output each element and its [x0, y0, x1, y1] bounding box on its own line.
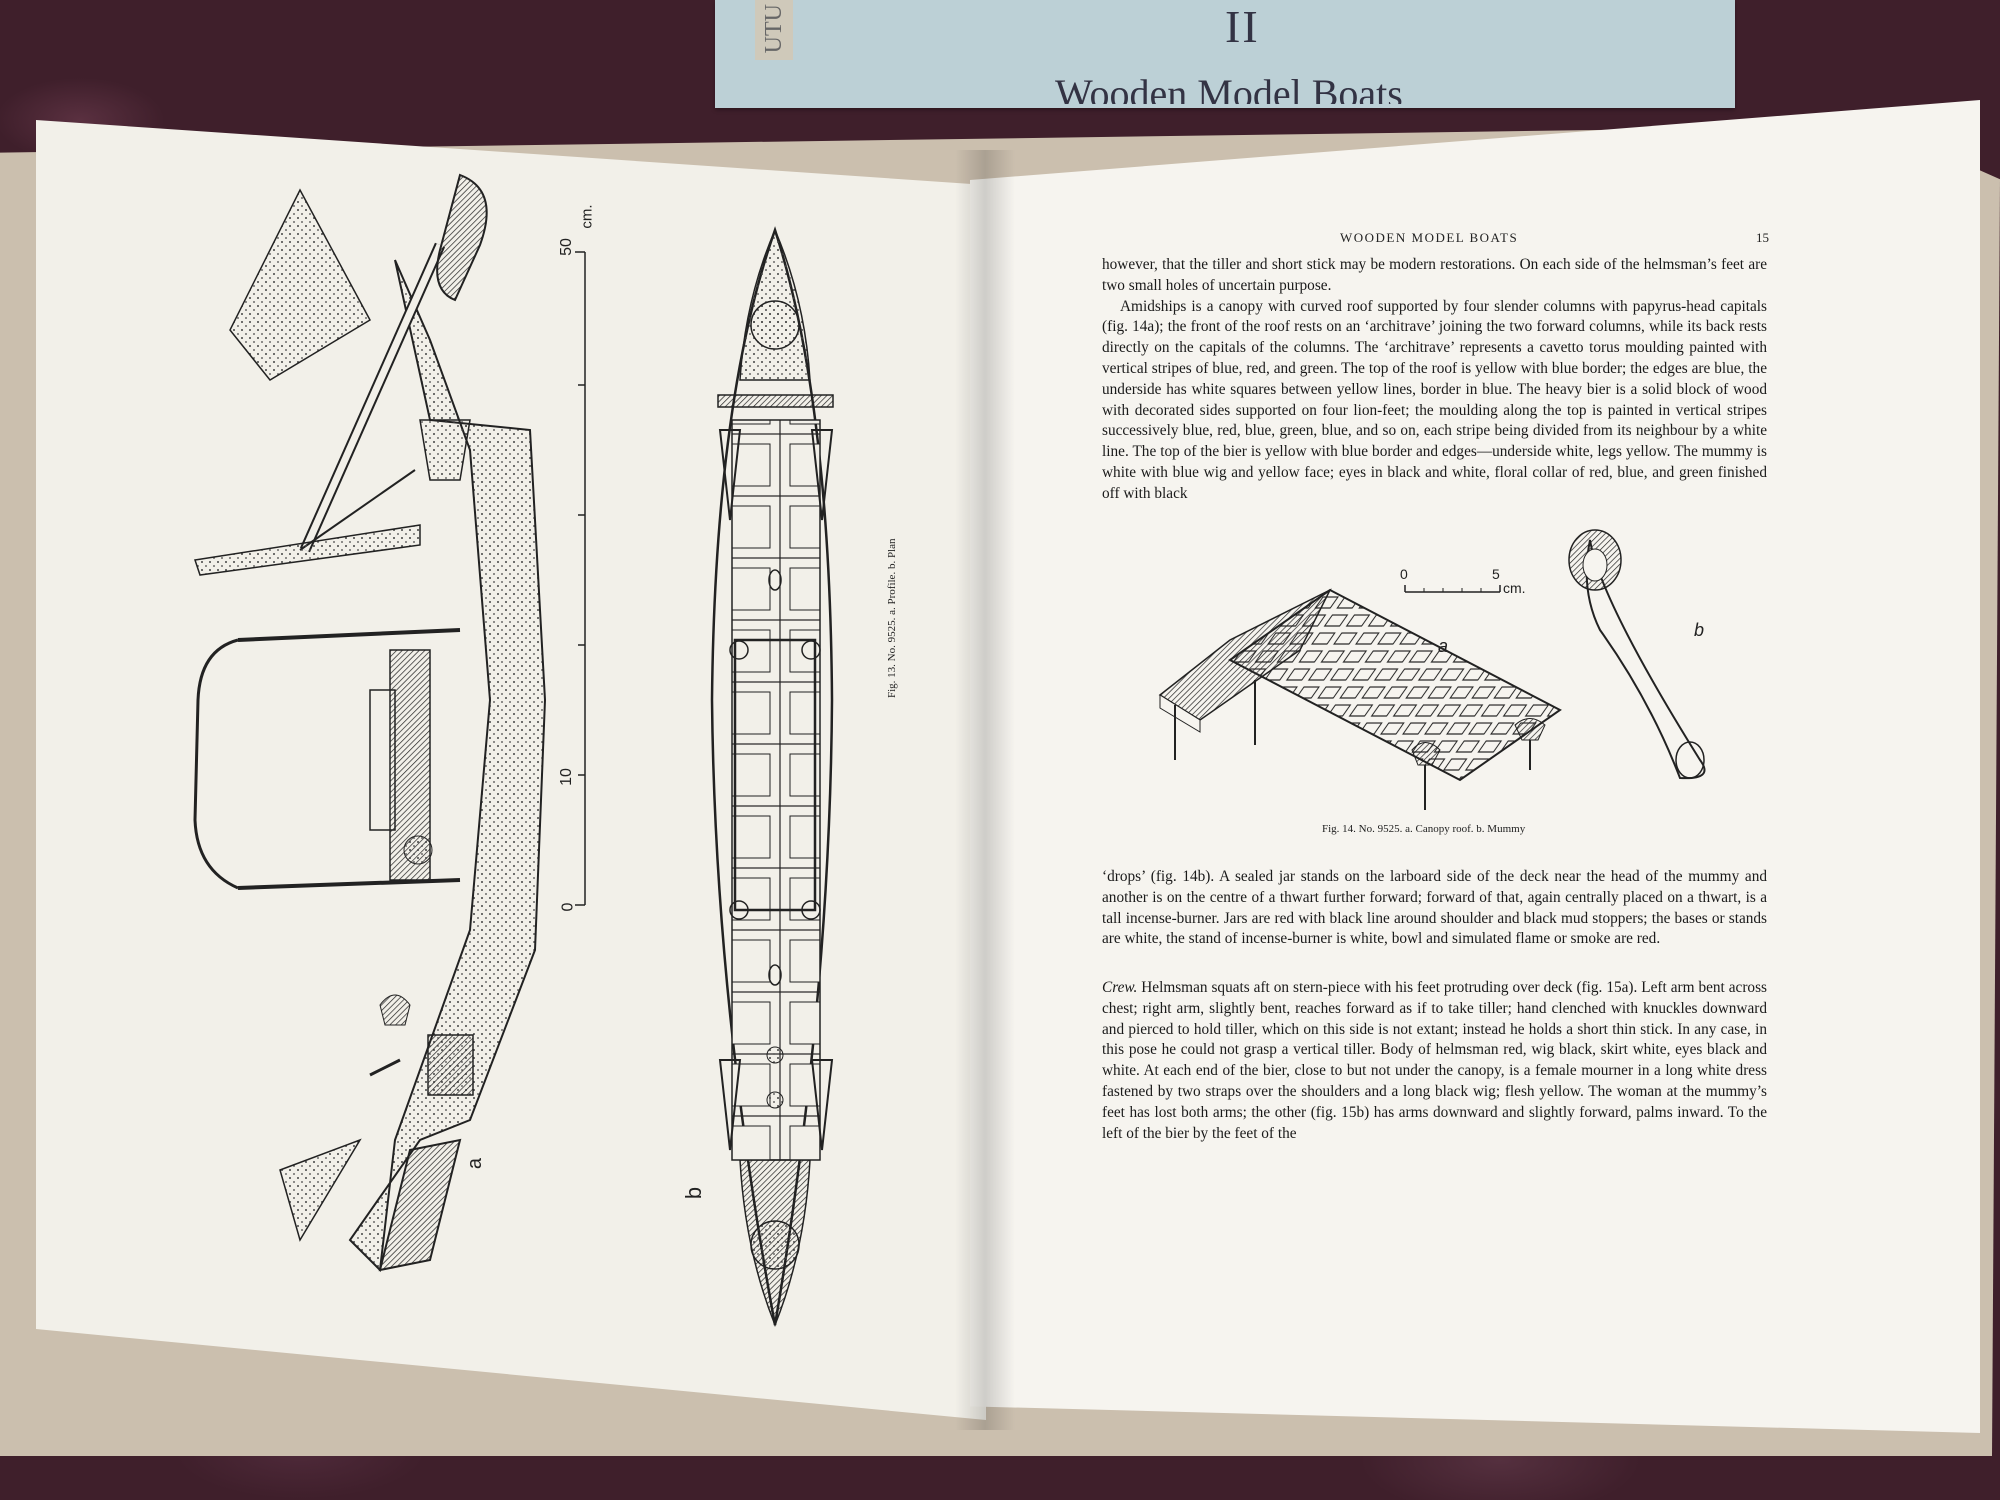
- paragraph: however, that the tiller and short stick…: [1102, 256, 1767, 294]
- paragraph: Amidships is a canopy with curved roof s…: [1102, 297, 1767, 502]
- fig13-scale-bar: [575, 251, 586, 906]
- body-text-drops: ‘drops’ (fig. 14b). A sealed jar stands …: [1102, 867, 1767, 950]
- steering-oars: [194, 173, 488, 576]
- mummy-drawing: [1568, 529, 1706, 780]
- canopy-roof-drawing: [1158, 588, 1562, 810]
- background-book-cover: [715, 0, 1735, 108]
- canopy-profile: [193, 628, 461, 1077]
- book-gutter: [955, 150, 1015, 1430]
- plan-hull: [710, 226, 834, 1328]
- background-book-spine: [755, 0, 793, 60]
- body-text-top: however, that the tiller and short stick…: [1102, 255, 1767, 505]
- paragraph: Helmsman squats aft on stern-piece with …: [1102, 979, 1767, 1142]
- profile-hull: [229, 188, 547, 1273]
- fig14-label-b: b: [1694, 620, 1705, 640]
- running-header: WOODEN MODEL BOATS: [1340, 230, 1519, 245]
- fig14-scale-bar: [1404, 585, 1501, 593]
- fig14-scale-5: 5: [1492, 566, 1500, 582]
- fig14-scale-unit: cm.: [1503, 580, 1526, 596]
- page-number: 15: [1756, 230, 1769, 245]
- crew-heading: Crew.: [1102, 979, 1138, 996]
- fig14-label-a: a: [1438, 636, 1449, 656]
- background-book-title: Wooden Model Boats: [1055, 71, 1403, 104]
- fig14-scale-0: 0: [1400, 566, 1408, 582]
- body-text-crew: Crew. Helmsman squats aft on stern-piece…: [1102, 978, 1767, 1144]
- background-book-chapter: II: [1225, 1, 1260, 52]
- fig14-caption: Fig. 14. No. 9525. a. Canopy roof. b. Mu…: [1322, 823, 1526, 835]
- paragraph: ‘drops’ (fig. 14b). A sealed jar stands …: [1102, 868, 1767, 948]
